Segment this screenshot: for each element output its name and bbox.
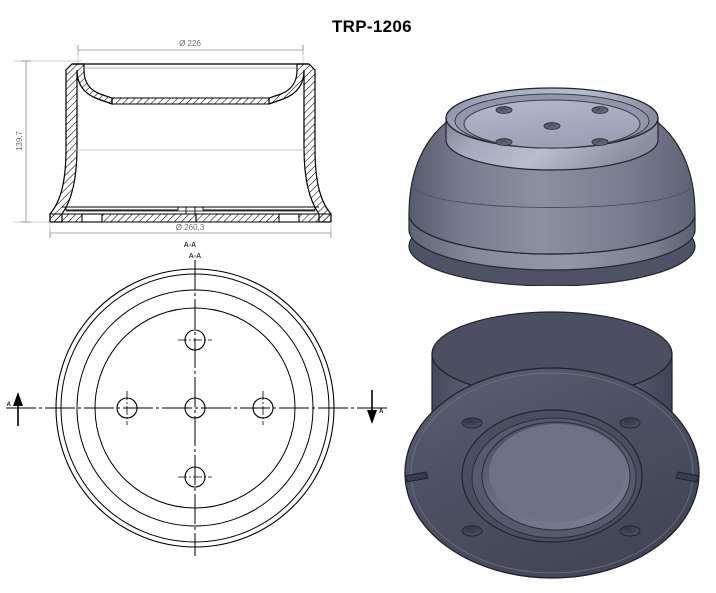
section-flange-left	[49, 213, 197, 223]
section-flange-right	[195, 213, 332, 223]
section-arrow-right-label: A	[379, 409, 384, 415]
plan-hole-bottom	[178, 466, 212, 488]
iso-bottom-hole-back-left	[461, 417, 483, 429]
section-notch-left	[81, 213, 103, 223]
iso-bottom-notches	[404, 471, 700, 483]
iso-bottom-flange-rim	[410, 372, 694, 574]
iso-top-hole-center	[543, 122, 561, 130]
iso-top-hole-front-right	[591, 138, 609, 146]
iso-bottom-bore-floor	[489, 424, 625, 522]
dimension-outer-top-diameter: Ø 226	[77, 39, 304, 66]
section-notch-right	[278, 213, 300, 223]
dimension-label-flange-diameter: Ø 260,3	[176, 223, 205, 232]
dimension-label-overall-height: 139,7	[15, 130, 24, 151]
iso-bottom-hole-front-left	[461, 525, 483, 537]
iso-bottom-body	[404, 311, 700, 579]
iso-bottom-hole-back-right	[619, 417, 641, 429]
iso-top-hole-front-left	[495, 138, 513, 146]
dimension-label-outer-top-diameter: Ø 226	[179, 39, 201, 48]
iso-top-shoulder-line	[413, 187, 691, 208]
iso-bottom-notch-left	[404, 471, 429, 483]
iso-top-holes	[495, 106, 609, 146]
section-geometry	[49, 63, 332, 223]
plan-hole-right	[252, 391, 274, 425]
plan-hole-center	[184, 397, 206, 419]
section-arrow-left: A	[7, 392, 23, 426]
iso-top-hole-back-right	[591, 106, 609, 114]
iso-bottom-bolt-holes	[461, 417, 641, 537]
page-title: TRP-1206	[332, 17, 412, 36]
iso-bottom-hole-front-right	[619, 525, 641, 537]
section-wall-left	[49, 63, 113, 223]
plan-view-top: A-A A A	[6, 253, 390, 556]
plan-hole-left	[116, 391, 138, 425]
dimension-overall-height: 139,7	[15, 60, 31, 223]
section-arrow-right: A	[367, 390, 384, 424]
dimension-flange-diameter: Ø 260,3	[49, 222, 332, 238]
plan-holes	[116, 329, 274, 488]
section-recess-outline	[62, 206, 319, 214]
iso-render-top	[408, 87, 696, 286]
section-view-aa: Ø 226 139,7	[14, 39, 332, 249]
iso-top-hole-back-left	[495, 106, 513, 114]
section-view-caption: A-A	[184, 242, 196, 249]
section-inner-web	[111, 97, 270, 105]
iso-bottom-notch-right	[675, 471, 700, 483]
iso-top-body	[408, 87, 696, 286]
section-wall-right	[268, 63, 332, 223]
section-arrow-left-label: A	[7, 402, 12, 408]
iso-render-bottom	[404, 311, 700, 579]
plan-section-label: A-A	[189, 253, 201, 260]
plan-hole-top	[178, 329, 212, 351]
